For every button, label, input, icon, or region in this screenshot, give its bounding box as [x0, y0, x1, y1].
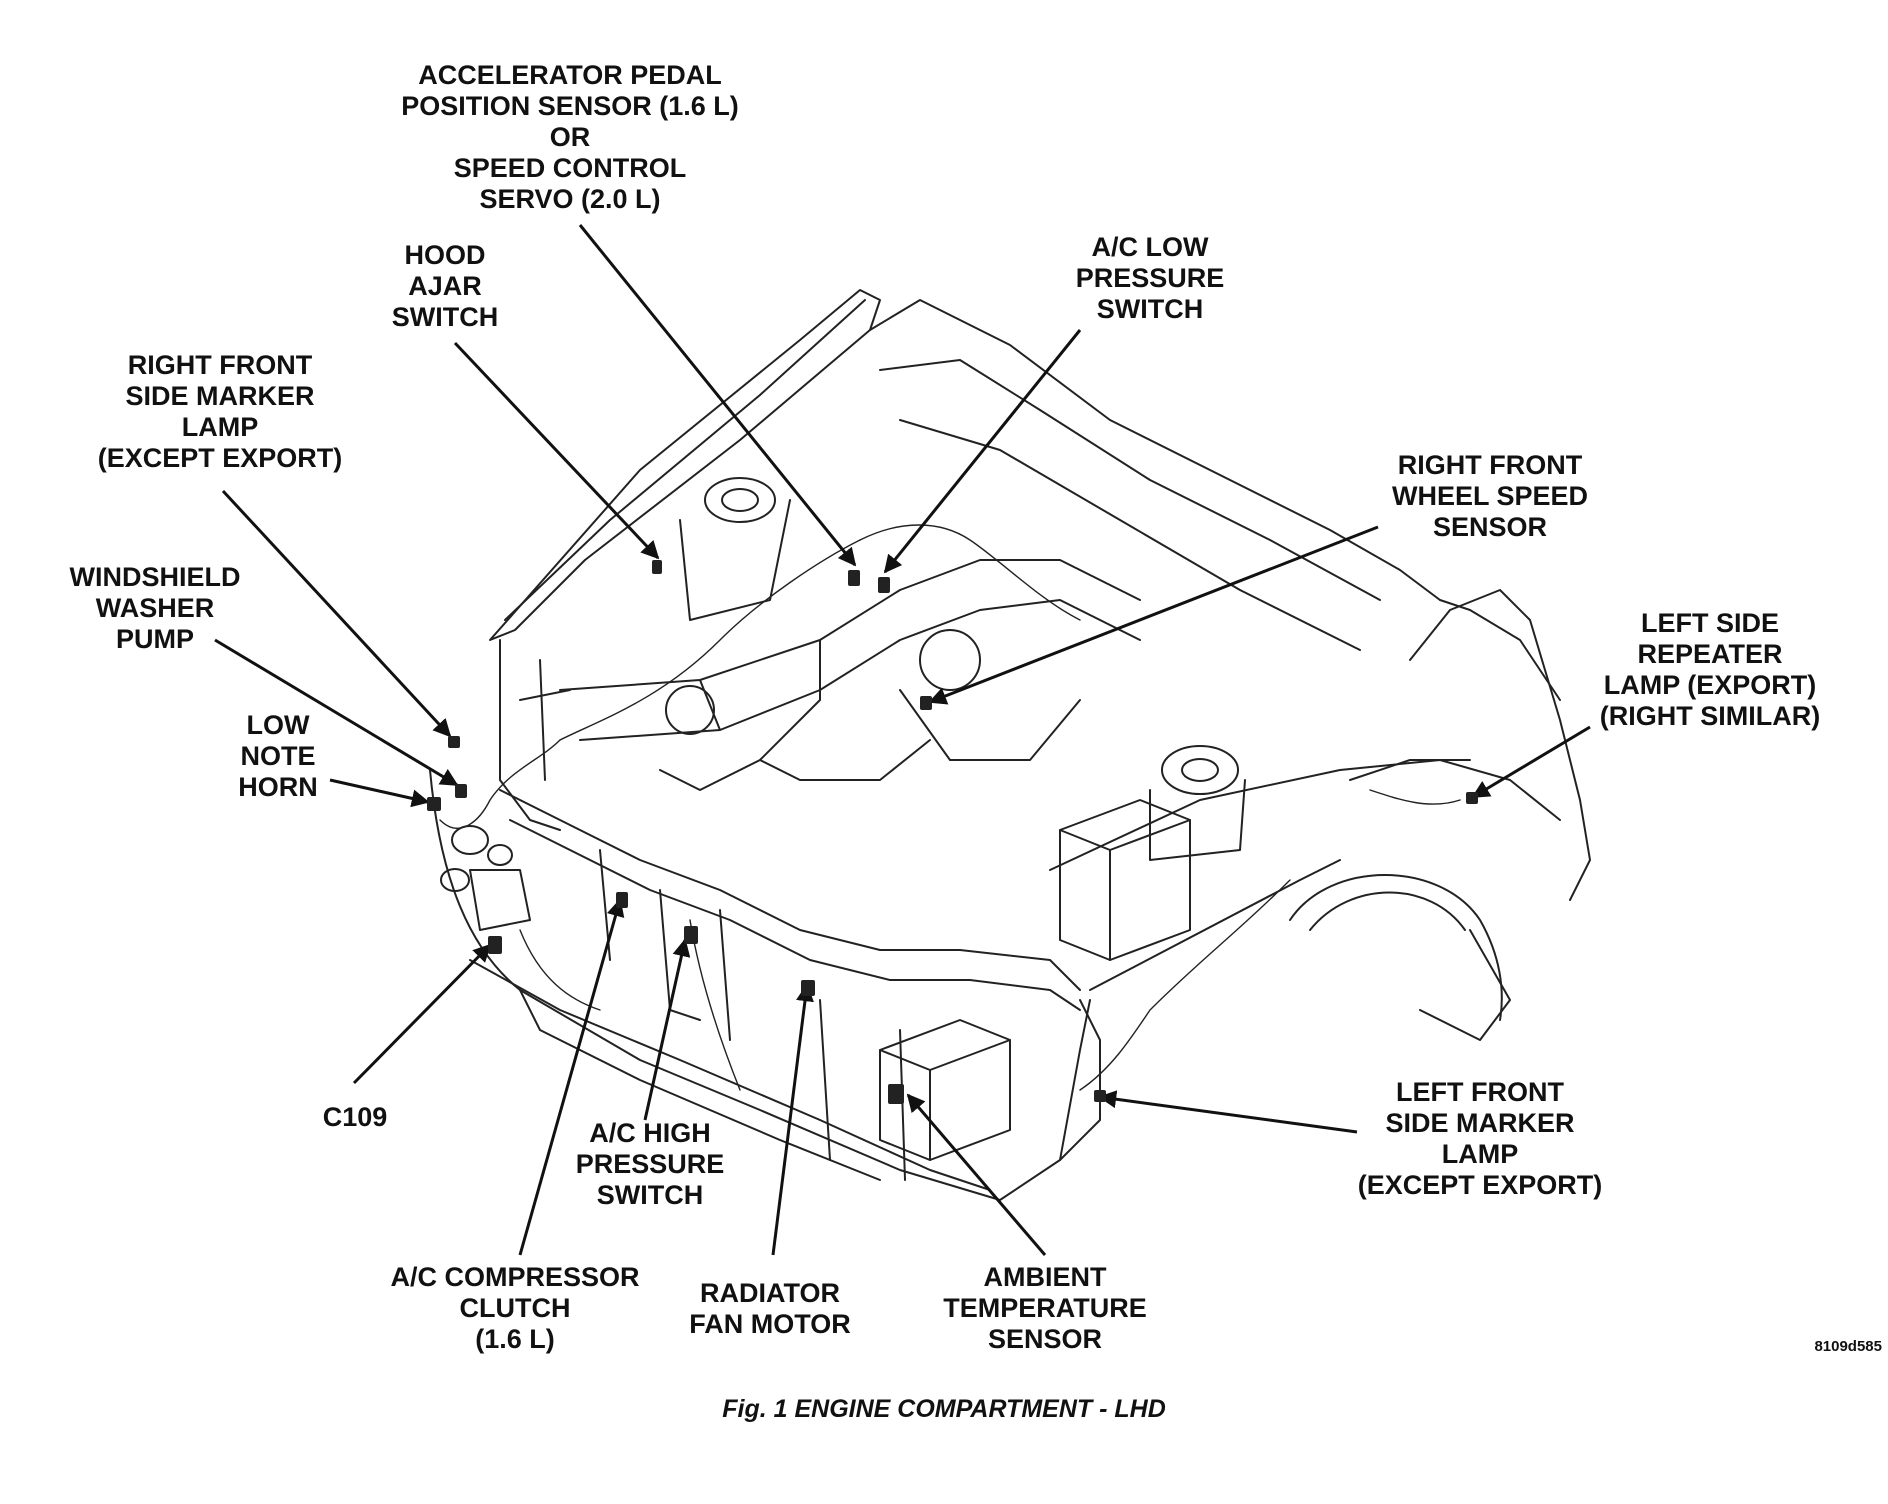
label-left-side-repeater-lamp: LEFT SIDE REPEATER LAMP (EXPORT) (RIGHT …: [1590, 608, 1830, 732]
c109-marker: [488, 936, 502, 954]
label-line: AMBIENT: [983, 1262, 1107, 1292]
label-line: REPEATER: [1637, 639, 1783, 669]
accelerator-sensor-marker: [848, 570, 860, 586]
label-c109: C109: [305, 1102, 405, 1133]
label-line: WINDSHIELD: [69, 562, 241, 592]
label-windshield-washer-pump: WINDSHIELD WASHER PUMP: [55, 562, 255, 655]
leader-ac-high: [643, 938, 691, 1121]
leader-ac-low: [883, 329, 1082, 574]
label-line: CLUTCH: [459, 1293, 571, 1323]
leader-hood-ajar: [453, 341, 660, 560]
label-hood-ajar-switch: HOOD AJAR SWITCH: [365, 240, 525, 333]
label-line: HOOD: [404, 240, 486, 270]
label-line: (1.6 L): [475, 1324, 555, 1354]
label-line: A/C LOW: [1091, 232, 1209, 262]
label-line: ACCELERATOR PEDAL: [418, 60, 722, 90]
leader-lines: [214, 224, 1591, 1256]
horn-marker: [427, 797, 441, 811]
label-line: LAMP (EXPORT): [1603, 670, 1817, 700]
ambient-sensor-marker: [888, 1084, 904, 1104]
label-line: SIDE MARKER: [1385, 1108, 1575, 1138]
leader-c109: [352, 943, 492, 1085]
figure-id: 8109d585: [1814, 1338, 1882, 1355]
label-line: HORN: [238, 772, 318, 802]
label-line: FAN MOTOR: [689, 1309, 851, 1339]
leader-lf-marker: [1098, 1090, 1358, 1134]
label-line: RIGHT FRONT: [1397, 450, 1583, 480]
label-ambient-temperature-sensor: AMBIENT TEMPERATURE SENSOR: [935, 1262, 1155, 1355]
label-line: LEFT FRONT: [1396, 1077, 1564, 1107]
label-line: (EXCEPT EXPORT): [97, 443, 343, 473]
leader-rf-marker: [221, 489, 452, 738]
leader-repeater: [1471, 725, 1591, 799]
leader-fan: [771, 983, 814, 1256]
label-line: POSITION SENSOR (1.6 L): [401, 91, 739, 121]
label-line: SPEED CONTROL: [453, 153, 687, 183]
label-right-front-wheel-speed-sensor: RIGHT FRONT WHEEL SPEED SENSOR: [1380, 450, 1600, 543]
label-line: OR: [549, 122, 591, 152]
label-line: RADIATOR: [700, 1278, 840, 1308]
label-line: SERVO (2.0 L): [479, 184, 661, 214]
label-line: (EXCEPT EXPORT): [1357, 1170, 1603, 1200]
label-ac-high-pressure-switch: A/C HIGH PRESSURE SWITCH: [550, 1118, 750, 1211]
label-accelerator-pedal-sensor: ACCELERATOR PEDAL POSITION SENSOR (1.6 L…: [380, 60, 760, 215]
leader-accelerator: [578, 224, 857, 567]
label-line: LAMP: [1441, 1139, 1519, 1169]
hood-ajar-switch-marker: [652, 560, 662, 574]
label-line: A/C COMPRESSOR: [390, 1262, 640, 1292]
leader-horn: [329, 778, 430, 808]
label-line: SIDE MARKER: [125, 381, 315, 411]
rf-wheel-speed-marker: [920, 696, 932, 710]
label-line: C109: [322, 1102, 388, 1132]
label-line: SENSOR: [987, 1324, 1103, 1354]
label-low-note-horn: LOW NOTE HORN: [208, 710, 348, 803]
label-line: WASHER: [95, 593, 215, 623]
label-line: SWITCH: [596, 1180, 704, 1210]
leader-ambient: [906, 1093, 1047, 1256]
label-line: LOW: [246, 710, 310, 740]
lf-side-marker-marker: [1094, 1090, 1106, 1102]
component-markers: [427, 560, 1478, 1104]
leader-washer: [214, 638, 459, 787]
washer-pump-marker: [455, 784, 467, 798]
label-line: SWITCH: [391, 302, 499, 332]
label-line: AJAR: [408, 271, 482, 301]
label-line: PRESSURE: [1075, 263, 1225, 293]
repeater-lamp-marker: [1466, 792, 1478, 804]
leader-rf-wheel: [928, 525, 1379, 705]
label-line: PUMP: [115, 624, 194, 654]
label-ac-low-pressure-switch: A/C LOW PRESSURE SWITCH: [1060, 232, 1240, 325]
label-radiator-fan-motor: RADIATOR FAN MOTOR: [670, 1278, 870, 1340]
compressor-clutch-marker: [616, 892, 628, 908]
label-right-front-side-marker: RIGHT FRONT SIDE MARKER LAMP (EXCEPT EXP…: [80, 350, 360, 474]
label-line: NOTE: [240, 741, 316, 771]
label-line: LEFT SIDE: [1640, 608, 1779, 638]
label-line: RIGHT FRONT: [127, 350, 313, 380]
ac-low-pressure-switch-marker: [878, 577, 890, 593]
ac-high-pressure-marker: [684, 926, 698, 944]
label-ac-compressor-clutch: A/C COMPRESSOR CLUTCH (1.6 L): [380, 1262, 650, 1355]
figure-caption: Fig. 1 ENGINE COMPARTMENT - LHD: [722, 1395, 1166, 1423]
leader-compressor: [518, 898, 625, 1256]
fan-motor-marker: [801, 980, 815, 996]
label-line: SWITCH: [1096, 294, 1204, 324]
label-line: SENSOR: [1432, 512, 1548, 542]
label-line: PRESSURE: [575, 1149, 725, 1179]
rf-side-marker-marker: [448, 736, 460, 748]
label-line: LAMP: [181, 412, 259, 442]
label-line: WHEEL SPEED: [1391, 481, 1589, 511]
label-line: A/C HIGH: [589, 1118, 711, 1148]
label-line: (RIGHT SIMILAR): [1599, 701, 1821, 731]
vehicle-body-drawing: [429, 289, 1591, 1201]
label-line: TEMPERATURE: [943, 1293, 1147, 1323]
label-left-front-side-marker: LEFT FRONT SIDE MARKER LAMP (EXCEPT EXPO…: [1340, 1077, 1620, 1201]
